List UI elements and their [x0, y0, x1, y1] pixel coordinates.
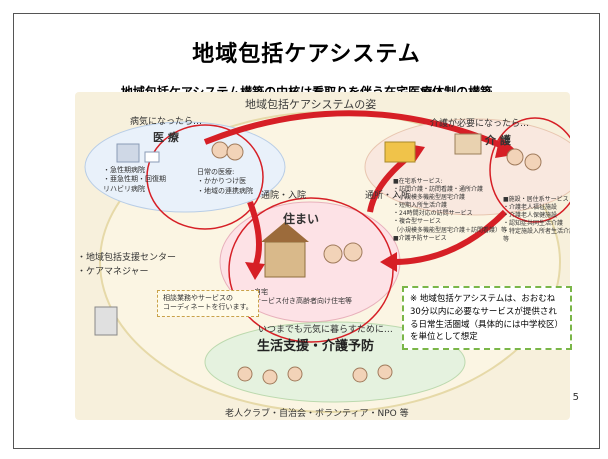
senior-activity-1	[237, 366, 253, 382]
support-center-item: ・ケアマネジャー	[77, 266, 149, 277]
arrow-head-home-left	[245, 262, 265, 280]
arrow-medical-to-care	[203, 110, 507, 150]
facility-service-item: ・介護老人保健施設	[503, 212, 558, 220]
house-building	[264, 241, 306, 278]
living-tagline: いつまでも元気に暮らすために…	[258, 325, 393, 335]
home-items: ・自宅 ・サービス付き高齢者向け住宅等	[247, 288, 352, 307]
medical-red-circle	[146, 124, 264, 230]
care-system-diagram: 地域包括ケアシステムの姿 病気になったら… 医 療 ・急性期病院 ・亜急性期・回…	[75, 92, 570, 420]
home-service-item: ■介護予防サービス	[393, 234, 447, 242]
senior-activity-5	[377, 364, 393, 380]
senior-activity-4	[352, 367, 368, 383]
nurse-figure	[226, 143, 244, 161]
medical-title: 医 療	[153, 131, 179, 144]
hospital-building	[116, 143, 140, 163]
diagram-graphics	[84, 110, 570, 413]
clinic-item: 日常の医療:	[197, 168, 235, 176]
caregiver-figure	[506, 148, 524, 166]
slide-title: 地域包括ケアシステム	[192, 42, 421, 67]
arrow-head-home-right	[380, 252, 397, 272]
scope-note: ※ 地域包括ケアシステムは、おおむね30分以内に必要なサービスが提供される日常生…	[402, 286, 572, 350]
home-service-item: ・小規模多機能型居宅介護	[393, 194, 466, 202]
home-service-item: ・短期入所生活介護	[393, 202, 448, 210]
diagram-heading: 地域包括ケアシステムの姿	[245, 98, 377, 111]
community-footer: 老人クラブ・自治会・ボランティア・NPO 等	[225, 409, 409, 419]
doctor-figure	[211, 141, 229, 159]
facility-service-item: ・認知症共同生活介護	[503, 220, 564, 228]
medical-item: ・亜急性期・回復期	[103, 175, 166, 184]
arrow-care-to-home	[392, 209, 508, 265]
care-facility	[454, 133, 482, 155]
support-note-line: 相談業務やサービスの	[163, 294, 233, 302]
support-center-list: ・地域包括支援センター ・ケアマネジャー	[77, 252, 176, 279]
house-roof	[261, 222, 309, 242]
care-red-circle	[489, 117, 570, 223]
home-service-item: ・訪問介護・訪問看護・通所介護	[393, 186, 484, 194]
clinic-item: ・地域の連携病院	[197, 186, 253, 195]
senior-activity-2	[262, 369, 278, 385]
commute-left-label: 通院・入院	[261, 191, 307, 201]
facility-service-item: ・介護老人福祉施設	[503, 204, 558, 212]
page-number: 5	[572, 392, 579, 403]
support-center-note: 相談業務やサービスの コーディネートを行います。	[157, 290, 259, 317]
care-facility-services: ■施設・居住系サービス ・介護老人福祉施設 ・介護老人保健施設 ・認知症共同生活…	[503, 196, 570, 245]
care-vehicle	[384, 141, 416, 163]
support-note-line: コーディネートを行います。	[163, 303, 253, 312]
medical-hospital-list: ・急性期病院 ・亜急性期・回復期 リハビリ病院	[103, 166, 166, 194]
care-manager-figure	[94, 306, 118, 336]
home-service-item: ・複合型サービス	[393, 218, 442, 226]
care-area	[364, 118, 570, 216]
home-service-item: ■在宅系サービス:	[393, 178, 443, 185]
home-service-item: ・24時間対応の訪問サービス	[393, 210, 473, 218]
facility-service-item: ■施設・居住系サービス	[503, 196, 569, 203]
commute-right-label: 通所・入所	[365, 191, 411, 201]
home-item: ・サービス付き高齢者向け住宅等	[247, 297, 352, 306]
home-label: 住まい	[283, 212, 320, 226]
home-service-item: （小規模多機能型居宅介護＋訪問看護）等	[393, 226, 508, 234]
elderly-figure-1	[323, 244, 343, 264]
medical-clinic-list: 日常の医療: ・かかりつけ医 ・地域の連携病院	[197, 168, 253, 196]
care-trigger: 介護が必要になったら…	[430, 119, 530, 129]
ambulance	[144, 151, 160, 163]
senior-activity-3	[287, 366, 303, 382]
elderly-figure-2	[343, 242, 363, 262]
wheelchair-user-figure	[524, 153, 542, 171]
home-red-circle	[228, 197, 394, 343]
care-home-services: ■在宅系サービス: ・訪問介護・訪問看護・通所介護 ・小規模多機能型居宅介護 ・…	[393, 178, 507, 243]
facility-service-item: 等	[503, 236, 510, 244]
medical-trigger: 病気になったら…	[130, 117, 203, 127]
living-title: 生活支援・介護予防	[257, 339, 375, 354]
clinic-item: ・かかりつけ医	[197, 177, 247, 186]
facility-service-item: ・特定施設入所者生活介護	[503, 228, 570, 236]
arrow-medical-to-home	[247, 200, 262, 269]
medical-item: リハビリ病院	[103, 184, 145, 193]
care-title: 介 護	[485, 134, 511, 147]
support-center-item: ・地域包括支援センター	[77, 253, 177, 263]
medical-item: ・急性期病院	[103, 166, 145, 174]
